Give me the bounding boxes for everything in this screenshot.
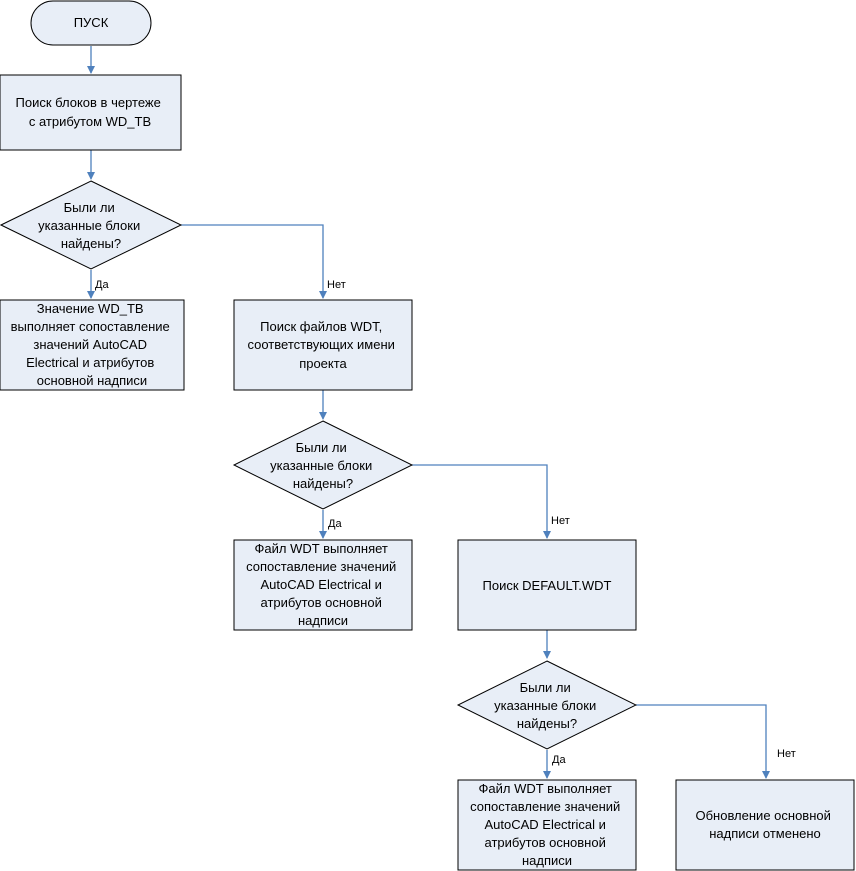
node-decision-1: Были ли указанные блоки найдены? <box>0 180 183 270</box>
node-wdt-mapping-2-line: Файл WDT выполняет <box>479 781 612 796</box>
node-wdt-mapping-2-line: атрибутов основной <box>485 835 606 850</box>
edge-label-decision3-yes: Да <box>552 754 566 766</box>
node-decision-3: Были ли указанные блоки найдены? <box>456 660 638 750</box>
node-wdtb-mapping-line: Electrical и атрибутов <box>26 355 154 370</box>
svg-text:Поиск блоков в чертеже: Поиск блоков в чертеже с атрибутом WD_TB <box>16 95 165 129</box>
node-cancelled-line: надписи отменено <box>709 826 821 841</box>
node-wdtb-mapping-line: основной надписи <box>37 373 147 388</box>
node-wdt-mapping-1-line: атрибутов основной <box>261 595 382 610</box>
svg-text:Значение WD_TB выполня: Значение WD_TB выполняет сопоставление з… <box>11 301 174 388</box>
node-start: ПУСК <box>30 0 152 46</box>
edge-label-decision2-no: Нет <box>551 515 570 527</box>
node-search-default-line: Поиск DEFAULT.WDT <box>483 578 612 593</box>
node-decision-2-line: указанные блоки <box>270 458 372 473</box>
svg-text:Поиск DEFAULT.WDT: Поиск DEFAULT.WDT <box>483 578 612 593</box>
node-decision-1-line: указанные блоки <box>38 218 140 233</box>
node-wdt-mapping-1-line: надписи <box>298 613 348 628</box>
node-search-wdt-line: Поиск файлов WDT, <box>260 319 382 334</box>
node-decision-3-line: найдены? <box>517 716 577 731</box>
node-wdt-mapping-1-line: Файл WDT выполняет <box>255 541 388 556</box>
node-start-line: ПУСК <box>74 15 109 30</box>
node-wdt-mapping-2-line: надписи <box>522 853 572 868</box>
node-search-blocks: Поиск блоков в чертеже с атрибутом WD_TB <box>0 74 182 151</box>
node-decision-3-line: указанные блоки <box>494 698 596 713</box>
node-search-wdt: Поиск файлов WDT, соответствующих имени … <box>233 299 413 391</box>
node-decision-1-line: Были ли <box>64 200 115 215</box>
edge-label-decision3-no: Нет <box>777 748 796 760</box>
node-decision-3-line: Были ли <box>520 680 571 695</box>
node-wdt-mapping-2: Файл WDT выполняет сопоставление значени… <box>457 779 637 871</box>
edge-decision1-no <box>181 224 327 299</box>
edge-label-decision1-no: Нет <box>327 279 346 291</box>
node-wdt-mapping-1-line: AutoCAD Electrical и <box>260 577 381 592</box>
svg-text:Были ли указанные блок: Были ли указанные блоки найдены? <box>270 440 376 491</box>
node-decision-2-line: найдены? <box>293 476 353 491</box>
node-wdt-mapping-1-line: сопоставление значений <box>246 559 396 574</box>
svg-text:Были ли указанные блок: Были ли указанные блоки найдены? <box>494 680 600 731</box>
node-wdtb-mapping: Значение WD_TB выполняет сопоставление з… <box>0 299 185 391</box>
node-search-default: Поиск DEFAULT.WDT <box>457 539 637 631</box>
edge-decision2-no <box>412 464 551 539</box>
svg-text:Файл WDT выполняет соп: Файл WDT выполняет сопоставление значени… <box>246 541 400 628</box>
edge-label-decision2-yes: Да <box>328 518 342 530</box>
svg-text:Файл WDT выполняет соп: Файл WDT выполняет сопоставление значени… <box>470 781 624 868</box>
node-wdtb-mapping-line: выполняет сопоставление <box>11 319 170 334</box>
node-search-blocks-line: Поиск блоков в чертеже <box>16 95 161 110</box>
node-cancelled: Обновление основной надписи отменено <box>675 779 855 871</box>
node-wdt-mapping-1: Файл WDT выполняет сопоставление значени… <box>233 539 413 631</box>
svg-text:Поиск файлов WDT, соот: Поиск файлов WDT, соответствующих имени … <box>247 319 398 371</box>
node-wdt-mapping-2-line: AutoCAD Electrical и <box>484 817 605 832</box>
svg-text:ПУСК: ПУСК <box>74 15 109 30</box>
node-search-wdt-line: проекта <box>299 356 347 371</box>
node-decision-2-line: Были ли <box>296 440 347 455</box>
edge-label-decision1-yes: Да <box>95 279 109 291</box>
node-decision-1-line: найдены? <box>61 236 121 251</box>
svg-text:Обновление основной на: Обновление основной надписи отменено <box>695 808 834 841</box>
node-search-wdt-line: соответствующих имени <box>247 337 394 352</box>
node-wdtb-mapping-line: значений AutoCAD <box>33 337 147 352</box>
node-decision-2: Были ли указанные блоки найдены? <box>232 420 414 510</box>
node-search-blocks-line: с атрибутом WD_TB <box>29 114 151 129</box>
node-wdt-mapping-2-line: сопоставление значений <box>470 799 620 814</box>
edges: Да Нет Да Нет Да Нет <box>87 46 796 779</box>
edge-decision3-no <box>636 704 770 779</box>
node-cancelled-line: Обновление основной <box>695 808 830 823</box>
svg-text:Были ли указанные блок: Были ли указанные блоки найдены? <box>38 200 144 251</box>
node-wdtb-mapping-line: Значение WD_TB <box>37 301 144 316</box>
